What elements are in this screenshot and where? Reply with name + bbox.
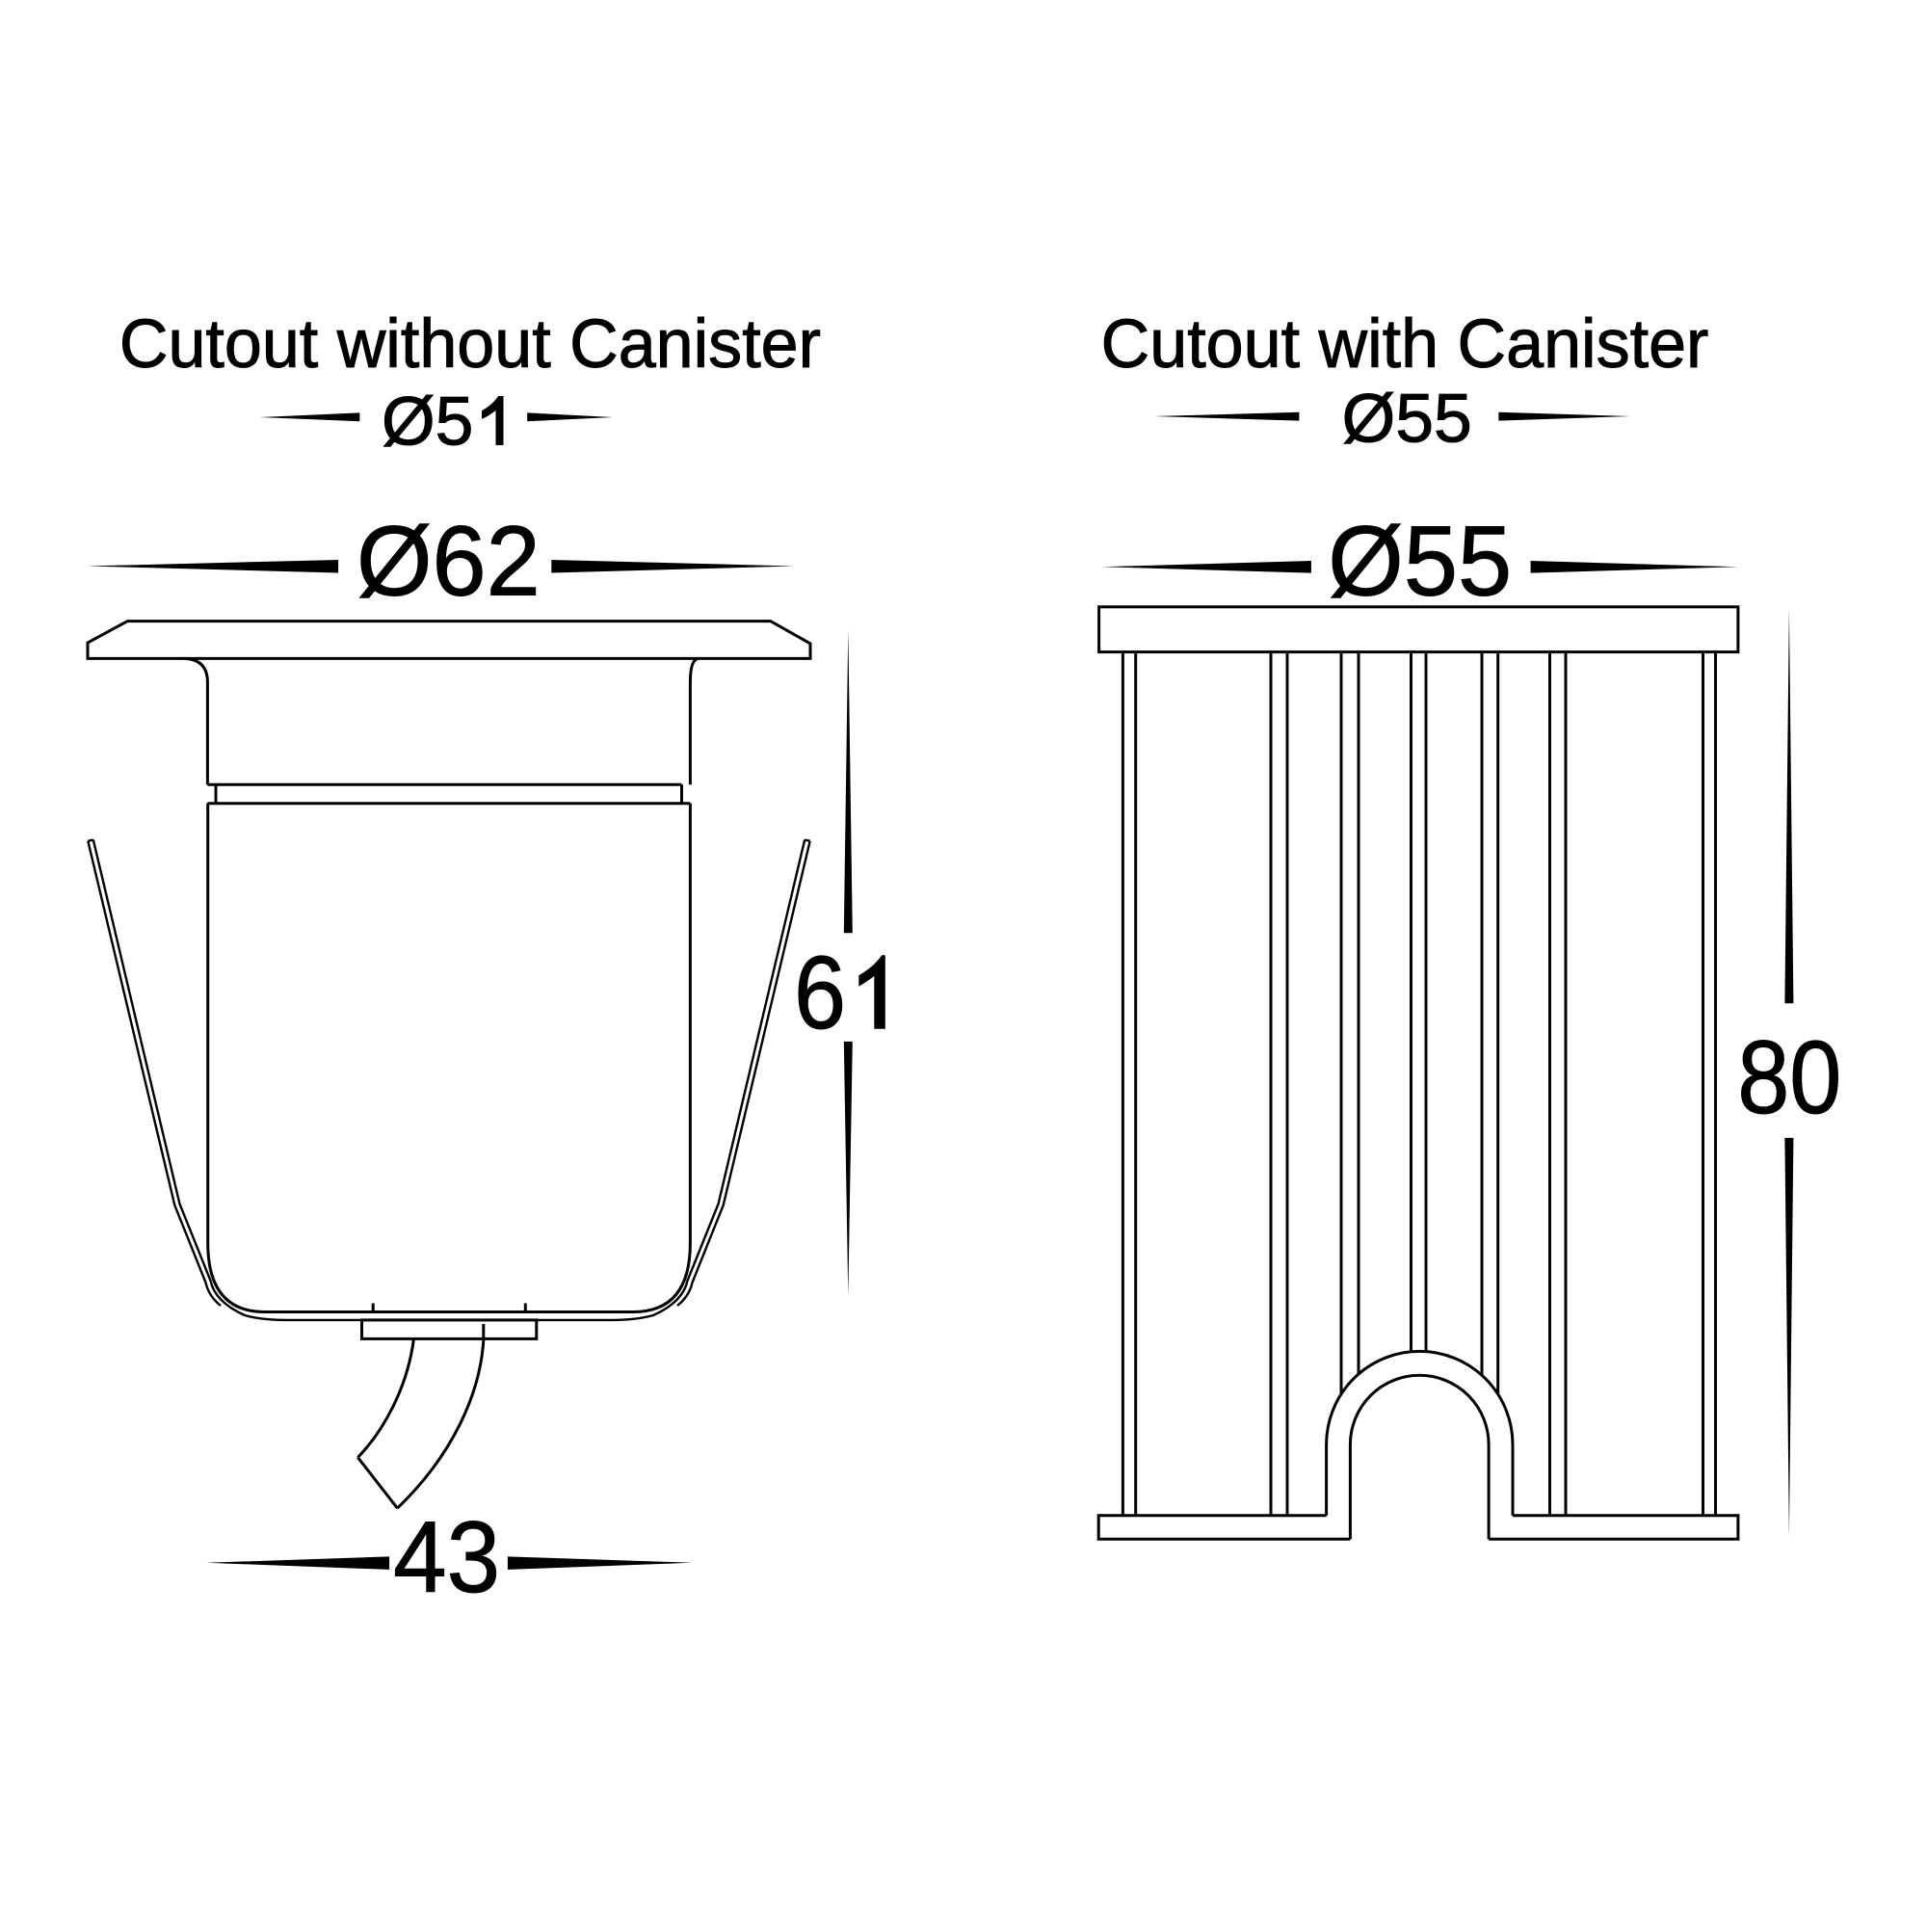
svg-text:80: 80: [1737, 1019, 1841, 1135]
svg-text:Ø62: Ø62: [356, 505, 541, 616]
svg-text:Ø5: Ø5: [382, 384, 473, 461]
svg-text:Ø55: Ø55: [1342, 381, 1472, 458]
svg-text:Ø55: Ø55: [1328, 505, 1512, 616]
svg-text:6: 6: [794, 934, 846, 1050]
svg-text:Cutout without Canister: Cutout without Canister: [119, 304, 821, 382]
svg-text:Cutout with Canister: Cutout with Canister: [1101, 304, 1709, 382]
svg-text:43: 43: [393, 1500, 500, 1614]
